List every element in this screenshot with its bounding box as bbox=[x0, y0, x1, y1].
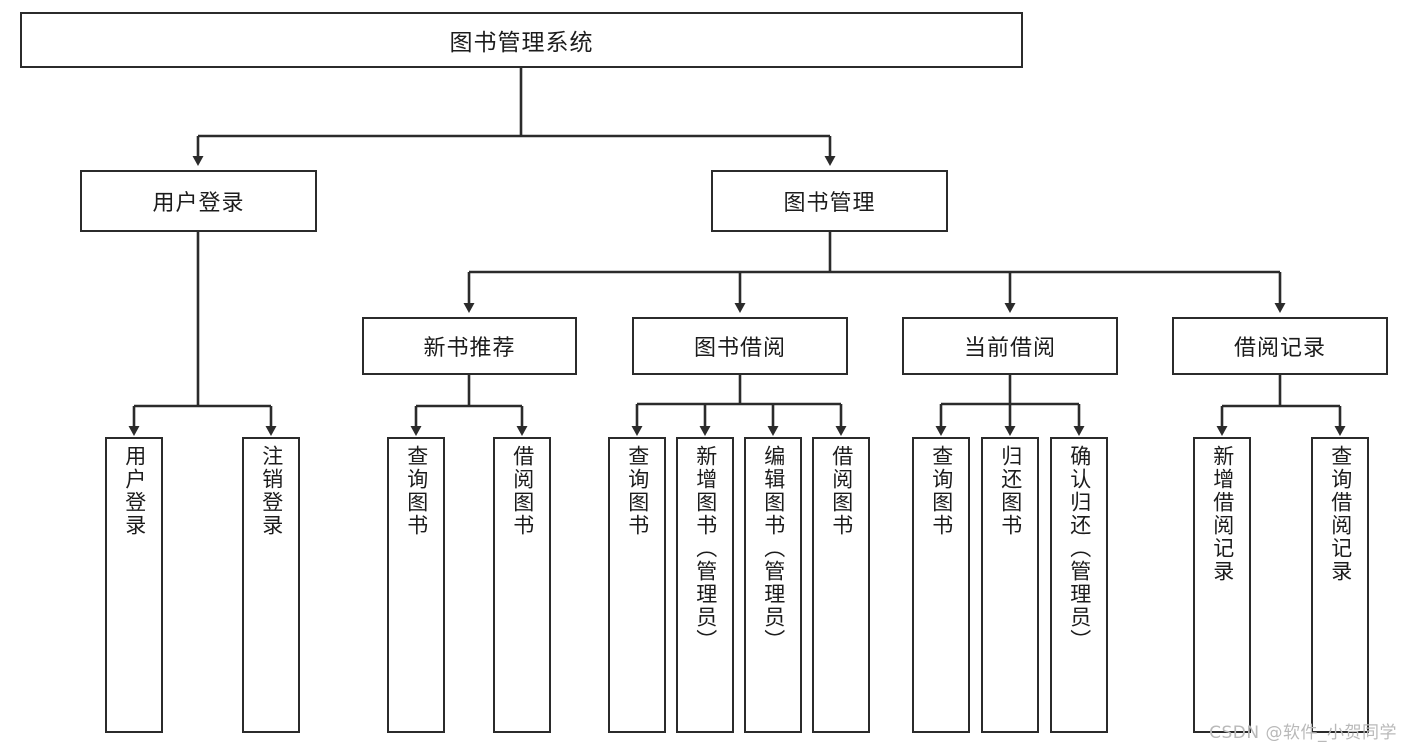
node-label: 借阅图书 bbox=[510, 445, 535, 537]
leaf-new-book-borrow[interactable]: 借阅图书 bbox=[493, 437, 551, 733]
leaf-user-login-login[interactable]: 用户登录 bbox=[105, 437, 163, 733]
leaf-borrow-record-add[interactable]: 新增借阅记录 bbox=[1193, 437, 1251, 733]
leaf-borrow-record-query[interactable]: 查询借阅记录 bbox=[1311, 437, 1369, 733]
leaf-new-book-query[interactable]: 查询图书 bbox=[387, 437, 445, 733]
node-book-management[interactable]: 图书管理 bbox=[711, 170, 948, 232]
leaf-book-borrow-borrow[interactable]: 借阅图书 bbox=[812, 437, 870, 733]
node-label: 用户登录 bbox=[152, 191, 245, 216]
node-user-login[interactable]: 用户登录 bbox=[80, 170, 317, 232]
node-label: 借阅图书 bbox=[829, 445, 854, 537]
node-book-borrow[interactable]: 图书借阅 bbox=[632, 317, 848, 375]
leaf-book-borrow-edit[interactable]: 编辑图书（管理员） bbox=[744, 437, 802, 733]
leaf-book-borrow-query[interactable]: 查询图书 bbox=[608, 437, 666, 733]
node-current-borrow[interactable]: 当前借阅 bbox=[902, 317, 1118, 375]
leaf-user-login-logout[interactable]: 注销登录 bbox=[242, 437, 300, 733]
node-borrow-record[interactable]: 借阅记录 bbox=[1172, 317, 1388, 375]
node-label: 图书管理 bbox=[783, 191, 876, 216]
node-label: 新增借阅记录 bbox=[1210, 445, 1235, 583]
node-label: 查询图书 bbox=[929, 445, 954, 537]
node-label: 注销登录 bbox=[259, 445, 284, 537]
node-label: 归还图书 bbox=[998, 445, 1023, 537]
leaf-current-borrow-confirm-return[interactable]: 确认归还（管理员） bbox=[1050, 437, 1108, 733]
node-label: 借阅记录 bbox=[1233, 336, 1326, 361]
node-label: 查询图书 bbox=[404, 445, 429, 537]
node-label: 编辑图书（管理员） bbox=[761, 445, 786, 652]
leaf-current-borrow-query[interactable]: 查询图书 bbox=[912, 437, 970, 733]
watermark-text: CSDN @软件_小贺同学 bbox=[1209, 723, 1397, 743]
node-label: 图书管理系统 bbox=[449, 30, 594, 56]
node-root-system[interactable]: 图书管理系统 bbox=[20, 12, 1023, 68]
node-new-book-recommend[interactable]: 新书推荐 bbox=[362, 317, 577, 375]
leaf-current-borrow-return[interactable]: 归还图书 bbox=[981, 437, 1039, 733]
leaf-book-borrow-add[interactable]: 新增图书（管理员） bbox=[676, 437, 734, 733]
node-label: 新增图书（管理员） bbox=[693, 445, 718, 652]
node-label: 图书借阅 bbox=[693, 336, 786, 361]
node-label: 新书推荐 bbox=[423, 336, 516, 361]
node-label: 确认归还（管理员） bbox=[1067, 445, 1092, 652]
node-label: 当前借阅 bbox=[963, 336, 1056, 361]
node-label: 查询图书 bbox=[625, 445, 650, 537]
node-label: 查询借阅记录 bbox=[1328, 445, 1353, 583]
node-label: 用户登录 bbox=[122, 445, 147, 537]
